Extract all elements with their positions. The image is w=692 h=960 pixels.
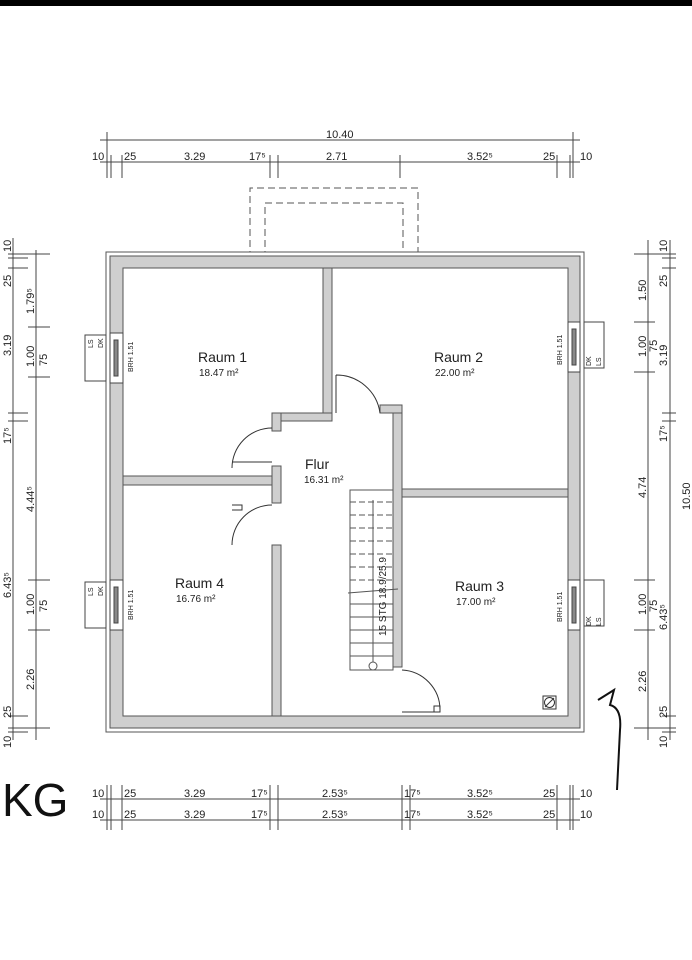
dashed-bay-outline: [249, 187, 419, 258]
right-dimensions: 10 25 1.50 1.00 75 3.19 4.74 17⁵ 1.00 75…: [634, 240, 692, 748]
svg-text:25: 25: [543, 809, 555, 821]
svg-text:1.00: 1.00: [25, 594, 37, 615]
svg-text:10: 10: [2, 240, 14, 252]
svg-text:75: 75: [648, 340, 660, 352]
svg-text:25: 25: [543, 788, 555, 800]
svg-text:17⁵: 17⁵: [658, 425, 670, 442]
svg-text:25: 25: [543, 151, 555, 163]
svg-text:3.19: 3.19: [2, 335, 14, 356]
doors: [231, 374, 441, 713]
svg-text:1.00: 1.00: [637, 594, 649, 615]
svg-text:2.53⁵: 2.53⁵: [322, 788, 348, 800]
svg-text:3.29: 3.29: [184, 151, 205, 163]
svg-text:LS: LS: [88, 587, 95, 596]
svg-text:BRH 1.51: BRH 1.51: [557, 592, 564, 622]
svg-text:17⁵: 17⁵: [251, 809, 268, 821]
svg-text:10: 10: [580, 809, 592, 821]
svg-text:10: 10: [658, 736, 670, 748]
svg-text:BRH 1.51: BRH 1.51: [557, 335, 564, 365]
svg-text:3.52⁵: 3.52⁵: [467, 788, 493, 800]
room-area-raum-2: 22.00 m²: [435, 368, 475, 379]
svg-text:BRH 1.51: BRH 1.51: [128, 590, 135, 620]
svg-text:17⁵: 17⁵: [249, 151, 266, 163]
svg-text:17⁵: 17⁵: [251, 788, 268, 800]
svg-text:2.71: 2.71: [326, 151, 347, 163]
room-area-raum-4: 16.76 m²: [176, 594, 216, 605]
svg-text:17⁵: 17⁵: [404, 809, 421, 821]
svg-text:6.43⁵: 6.43⁵: [2, 572, 14, 598]
svg-text:10.50: 10.50: [681, 482, 692, 510]
floor-label: KG: [2, 774, 68, 826]
svg-text:BRH 1.51: BRH 1.51: [128, 342, 135, 372]
svg-text:3.52⁵: 3.52⁵: [467, 151, 493, 163]
windows: [84, 321, 605, 631]
svg-text:75: 75: [38, 354, 50, 366]
svg-text:2.53⁵: 2.53⁵: [322, 809, 348, 821]
svg-text:25: 25: [124, 788, 136, 800]
svg-text:DK: DK: [98, 338, 105, 348]
room-name-raum-1: Raum 1: [198, 349, 247, 365]
svg-text:3.19: 3.19: [658, 345, 670, 366]
bottom-dimensions: 10 25 3.29 17⁵ 2.53⁵ 17⁵ 3.52⁵ 25 10 10 …: [92, 785, 592, 830]
svg-text:LS: LS: [596, 357, 603, 366]
door-raum1: [231, 427, 273, 469]
room-area-raum-3: 17.00 m²: [456, 597, 496, 608]
room-area-raum-1: 18.47 m²: [199, 368, 239, 379]
svg-text:75: 75: [38, 600, 50, 612]
hand-drawn-entrance-arrow: [597, 687, 622, 791]
top-black-bar: [0, 0, 692, 6]
svg-text:2.26: 2.26: [25, 669, 37, 690]
svg-text:17⁵: 17⁵: [404, 788, 421, 800]
svg-text:DK: DK: [586, 356, 593, 366]
room-labels: Raum 1 18.47 m² Raum 2 22.00 m² Flur 16.…: [175, 349, 504, 608]
svg-text:10: 10: [92, 151, 104, 163]
svg-text:LS: LS: [596, 617, 603, 626]
svg-text:6.43⁵: 6.43⁵: [658, 604, 670, 630]
svg-text:25: 25: [2, 275, 14, 287]
svg-text:3.29: 3.29: [184, 809, 205, 821]
stair-label: 15 STG 18.9/25.9: [378, 557, 389, 636]
room-name-raum-4: Raum 4: [175, 575, 224, 591]
exterior-walls: [105, 251, 585, 733]
svg-text:17⁵: 17⁵: [2, 427, 14, 444]
interior-walls: [122, 267, 569, 717]
svg-text:1.00: 1.00: [25, 346, 37, 367]
svg-text:1.00: 1.00: [637, 336, 649, 357]
svg-text:25: 25: [658, 275, 670, 287]
svg-text:1.79⁵: 1.79⁵: [25, 288, 37, 314]
room-area-flur: 16.31 m²: [304, 475, 344, 486]
top-dimensions: 10.40 10 25 3.29 17⁵ 2.71 3.52⁵ 25 10: [92, 129, 592, 178]
svg-text:10: 10: [92, 809, 104, 821]
svg-text:25: 25: [124, 809, 136, 821]
svg-text:DK: DK: [98, 586, 105, 596]
svg-text:3.52⁵: 3.52⁵: [467, 809, 493, 821]
svg-text:75: 75: [648, 600, 660, 612]
staircase: [347, 489, 399, 671]
door-raum4: [231, 504, 273, 546]
left-dimensions: 10 25 3.19 17⁵ 6.43⁵ 25 10 1.79⁵ 1.00 75…: [2, 238, 50, 748]
svg-text:10: 10: [580, 788, 592, 800]
svg-text:25: 25: [2, 706, 14, 718]
door-raum2: [335, 374, 381, 414]
room-name-flur: Flur: [305, 456, 329, 472]
svg-text:10: 10: [2, 736, 14, 748]
room-name-raum-3: Raum 3: [455, 578, 504, 594]
svg-text:1.50: 1.50: [637, 280, 649, 301]
room-name-raum-2: Raum 2: [434, 349, 483, 365]
svg-text:25: 25: [658, 706, 670, 718]
svg-text:4.74: 4.74: [637, 477, 649, 498]
svg-text:3.29: 3.29: [184, 788, 205, 800]
meter-symbol: [542, 695, 557, 710]
svg-text:10: 10: [658, 240, 670, 252]
window-labels: BRH 1.51 BRH 1.51 BRH 1.51 BRH 1.51 LS D…: [88, 335, 603, 626]
svg-text:2.26: 2.26: [637, 671, 649, 692]
svg-text:25: 25: [124, 151, 136, 163]
svg-text:DK: DK: [586, 616, 593, 626]
svg-text:4.44⁵: 4.44⁵: [25, 486, 37, 512]
svg-text:10.40: 10.40: [326, 129, 354, 141]
svg-text:10: 10: [92, 788, 104, 800]
svg-text:10: 10: [580, 151, 592, 163]
svg-text:LS: LS: [88, 339, 95, 348]
